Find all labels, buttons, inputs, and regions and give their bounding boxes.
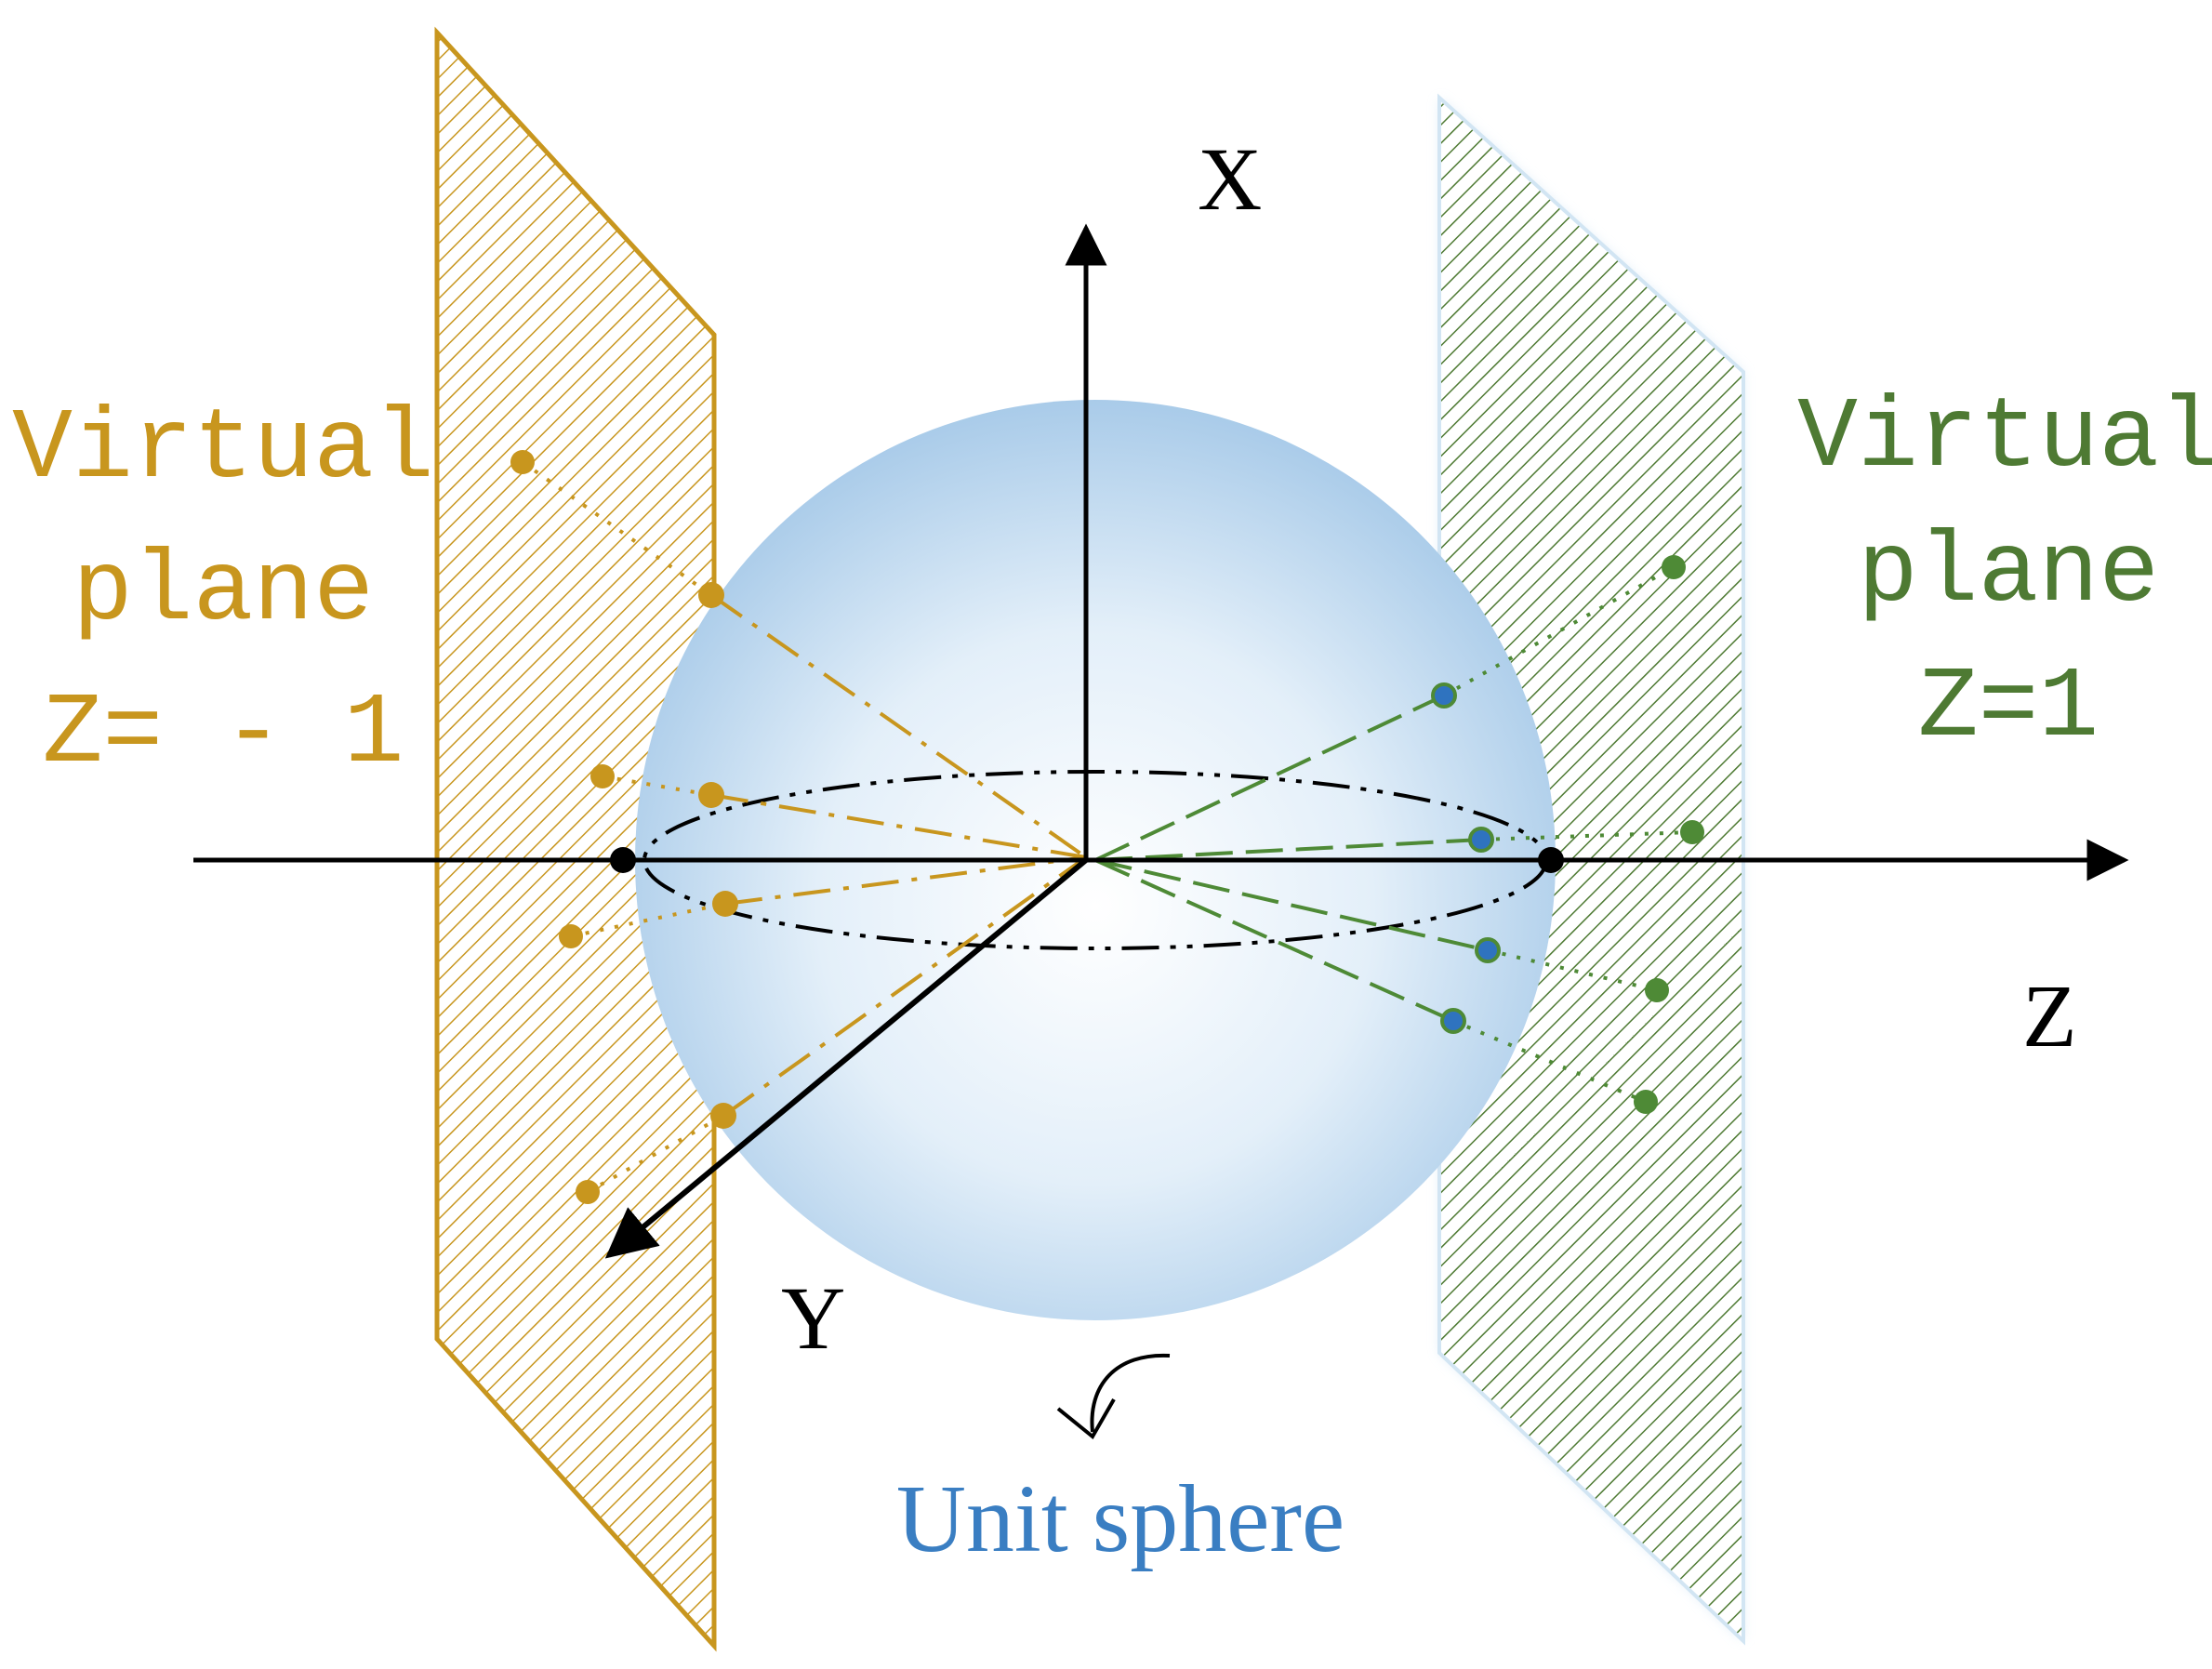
right-plane-point	[1645, 978, 1669, 1002]
unit-sphere-label: Unit sphere	[896, 1465, 1344, 1572]
y-axis	[604, 857, 1088, 1259]
z-axis-left-point	[610, 847, 636, 873]
y-axis-label: Y	[781, 1268, 845, 1368]
left-projection-rays	[521, 460, 1088, 1194]
right-plane-label-line3: Z=1	[1918, 652, 2099, 765]
left-sphere-points	[698, 582, 738, 1129]
x-axis-label: X	[1198, 129, 1262, 229]
right-plane-label: Virtual plane Z=1	[1797, 382, 2212, 765]
left-plane-label: Virtual plane Z= - 1	[12, 393, 434, 791]
right-sphere-point	[1468, 827, 1494, 853]
left-plane-point	[559, 924, 583, 948]
right-plane-points	[1634, 555, 1704, 1114]
left-plane-points	[510, 450, 615, 1204]
left-plane-label-line2: plane	[73, 536, 374, 649]
left-plane-label-line1: Virtual	[12, 393, 434, 507]
right-plane-label-line2: plane	[1858, 517, 2159, 630]
z-axis-right-point	[1538, 847, 1564, 873]
right-plane-point	[1680, 820, 1704, 844]
left-sphere-point	[712, 891, 738, 917]
right-sphere-point	[1475, 937, 1501, 963]
right-plane-label-line1: Virtual	[1797, 382, 2212, 496]
left-sphere-point	[698, 582, 724, 608]
right-sphere-points	[1431, 682, 1501, 1034]
sphere-pointer-arrow	[1090, 1353, 1171, 1433]
left-plane-point	[576, 1180, 600, 1204]
right-plane-point	[1662, 555, 1686, 579]
right-sphere-point	[1431, 682, 1457, 709]
right-plane-point	[1634, 1090, 1658, 1114]
z-axis-label: Z	[2022, 966, 2077, 1066]
left-sphere-point	[698, 782, 724, 808]
left-plane-point	[510, 450, 535, 474]
left-sphere-point	[710, 1103, 736, 1129]
left-plane-point	[590, 764, 615, 788]
right-sphere-point	[1440, 1008, 1466, 1034]
sphere-pointer-arrowhead	[1056, 1398, 1116, 1440]
left-plane-label-line3: Z= - 1	[43, 678, 404, 791]
right-projection-rays	[1094, 565, 1693, 1104]
